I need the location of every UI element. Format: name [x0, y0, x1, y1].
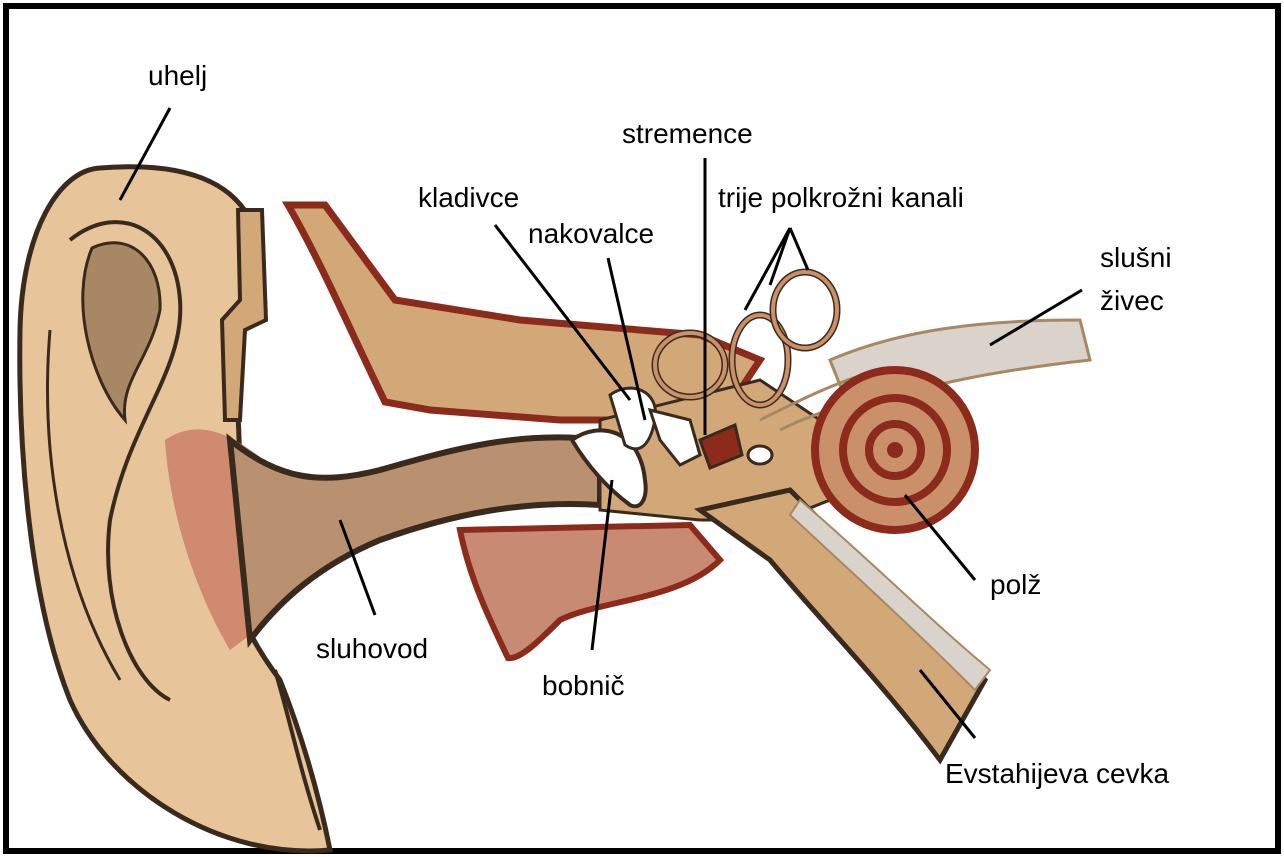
- label-nakovalce: nakovalce: [528, 218, 654, 249]
- label-trije-polkrozni-kanali: trije polkrožni kanali: [718, 182, 964, 213]
- round-window: [748, 446, 772, 464]
- label-stremence: stremence: [622, 118, 753, 149]
- label-zivec: živec: [1100, 285, 1164, 316]
- label-slusni: slušni: [1100, 242, 1172, 273]
- cochlea-center: [887, 442, 903, 458]
- label-evstahijeva-cevka: Evstahijeva cevka: [945, 758, 1170, 789]
- label-kladivce: kladivce: [418, 182, 519, 213]
- label-bobnic: bobnič: [542, 670, 625, 701]
- label-uhelj: uhelj: [148, 60, 207, 91]
- label-sluhovod: sluhovod: [316, 633, 428, 664]
- label-polz: polž: [990, 569, 1041, 600]
